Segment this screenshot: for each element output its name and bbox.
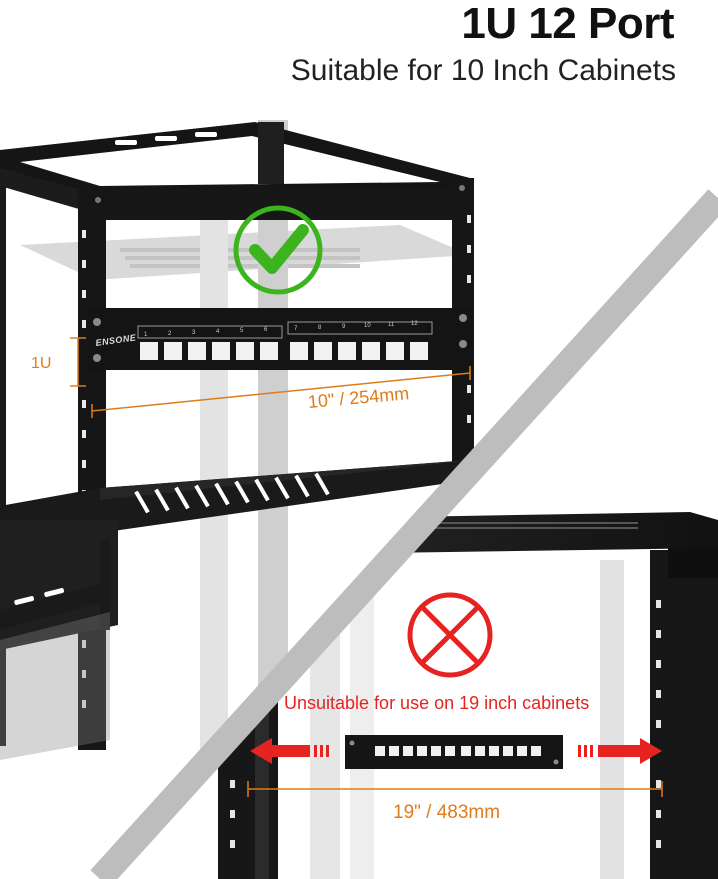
page-title: 1U 12 Port	[461, 0, 674, 48]
arrow-right-icon	[578, 738, 662, 764]
red-x-circle-icon	[407, 592, 493, 678]
arrow-left-icon	[250, 738, 329, 764]
width-dimension-19in	[247, 781, 663, 797]
port-number: 12	[411, 321, 418, 327]
open-frame-rack-scene: ENSONE 1 2 3 4 5 6 7 8 9	[0, 120, 474, 760]
port-number: 11	[388, 322, 395, 328]
port-number: 1	[144, 332, 148, 338]
port-number: 8	[318, 325, 322, 331]
height-label: 1U	[31, 355, 52, 372]
patch-panel-10in: ENSONE 1 2 3 4 5 6 7 8 9	[88, 308, 472, 370]
page-subtitle: Suitable for 10 Inch Cabinets	[290, 54, 676, 87]
height-dimension	[70, 337, 86, 387]
patch-panel-small	[345, 735, 563, 769]
width-label-19in: 19" / 483mm	[393, 802, 501, 823]
port-number: 10	[364, 323, 371, 329]
port-number: 6	[264, 327, 268, 333]
width-dimension-10in	[91, 366, 471, 418]
port-number: 9	[342, 324, 346, 330]
port-number: 7	[294, 326, 298, 332]
port-number: 5	[240, 328, 244, 334]
diagonal-divider	[90, 189, 718, 879]
port-number: 4	[216, 329, 220, 335]
green-check-circle-icon	[233, 205, 323, 295]
warning-text: Unsuitable for use on 19 inch cabinets	[284, 693, 590, 713]
port-number: 3	[192, 330, 196, 336]
port-number: 2	[168, 331, 172, 337]
